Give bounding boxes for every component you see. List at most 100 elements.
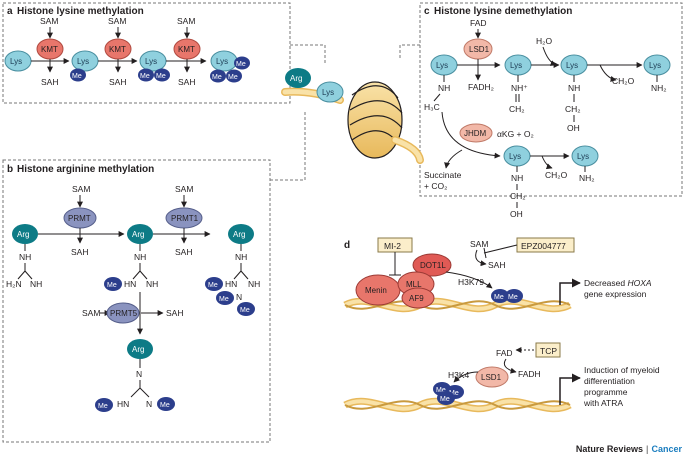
hn-label-b4: HN <box>117 399 129 409</box>
panel-b-letter: b <box>7 164 13 175</box>
me-label: Me <box>240 307 250 314</box>
tcp-label: TCP <box>540 346 557 356</box>
me-label: Me <box>440 396 450 403</box>
ch2-label-c5: CH₂ <box>510 191 526 201</box>
panel-d-fad: FAD <box>496 348 513 358</box>
nh-label-b1b: NH <box>30 279 42 289</box>
panel-a-sam-3: SAM <box>177 16 195 26</box>
h3c-label-c1: H₃C <box>424 102 440 112</box>
panel-d-letter: d <box>344 240 350 251</box>
me-badge <box>70 68 86 82</box>
menin-label: Menin <box>365 286 387 295</box>
prmt5-enzyme <box>106 302 140 324</box>
me-badge <box>95 398 113 412</box>
me-label: Me <box>72 73 82 80</box>
nh-label-b2: NH <box>134 252 146 262</box>
fadh2-label: FADH₂ <box>468 82 494 92</box>
panel-b-sah-2: SAH <box>175 247 192 257</box>
arg-residue <box>285 68 311 88</box>
panel-d-sam: SAM <box>470 239 488 249</box>
me-label: Me <box>98 403 108 410</box>
panel-b-sam-2: SAM <box>175 184 193 194</box>
panel-a-letter: a <box>7 6 13 17</box>
lys-label-c4: Lys <box>649 61 661 70</box>
footer: Nature Reviews|Cancer <box>576 444 683 454</box>
hoxa-text-line1: Decreased HOXA <box>584 278 652 288</box>
induction-line2: differentiation <box>584 376 635 386</box>
lys-label-0: Lys <box>10 57 22 66</box>
panel-a-frame <box>2 2 291 104</box>
me-label: Me <box>140 73 150 80</box>
n-label-b3: N <box>236 292 242 302</box>
ch2-label-c3: CH₂ <box>565 104 581 114</box>
nh-label-b2b: NH <box>146 279 158 289</box>
kmt-label-2: KMT <box>109 45 126 54</box>
panel-d-fadh: FADH <box>518 369 541 379</box>
me-badge <box>138 68 154 82</box>
oh-label-c3: OH <box>567 123 580 133</box>
panel-b-sam-1: SAM <box>72 184 90 194</box>
nhplus-label: NH⁺ <box>511 83 528 93</box>
ch2o-label-1: CH₂O <box>612 76 635 86</box>
me-label: Me <box>494 294 504 301</box>
me-badge <box>154 68 170 82</box>
footer-journal: Nature Reviews <box>576 444 643 454</box>
panel-a-sah-3: SAH <box>178 77 195 87</box>
lys-label-3: Lys <box>216 57 228 66</box>
lsd1-label-d: LSD1 <box>481 373 502 382</box>
me-label: Me <box>208 282 218 289</box>
panel-b: b Histone arginine methylation SAM PRMT … <box>2 159 271 443</box>
induction-line4: with ATRA <box>583 398 623 408</box>
nh-label-b3: NH <box>235 252 247 262</box>
oh-label-c5: OH <box>510 209 523 219</box>
me-label: Me <box>228 74 238 81</box>
me-label: Me <box>160 402 170 409</box>
me-badge <box>216 291 234 305</box>
fad-label: FAD <box>470 18 487 28</box>
kmt-label-3: KMT <box>178 45 195 54</box>
h3k4-label: H3K4 <box>448 370 470 380</box>
nucleosome-illustration: Arg Lys <box>270 44 424 181</box>
panel-d-sah: SAH <box>488 260 505 270</box>
me-badge <box>104 277 122 291</box>
h2o-label: H₂O <box>536 36 552 46</box>
dot1l-protein <box>412 253 452 277</box>
lys-label-2: Lys <box>145 57 157 66</box>
nh2-label-c4: NH₂ <box>651 83 667 93</box>
prmt5-label: PRMT5 <box>110 309 138 318</box>
jhdm-label: JHDM <box>464 129 487 138</box>
footer-separator: | <box>646 444 649 454</box>
footer-section: Cancer <box>651 444 682 454</box>
induction-line3: programme <box>584 387 628 397</box>
nh-label-c1: NH <box>438 83 450 93</box>
panel-a-sam-2: SAM <box>108 16 126 26</box>
ch2o-label-2: CH₂O <box>545 170 568 180</box>
me-label: Me <box>219 296 229 303</box>
me-label: Me <box>508 294 518 301</box>
lsd1-label: LSD1 <box>469 45 490 54</box>
panel-b-frame <box>2 159 271 443</box>
me-badge <box>234 56 250 70</box>
arg-label-1: Arg <box>17 230 29 239</box>
panel-b-sam-3: SAM <box>82 308 100 318</box>
nh2-label-c6: NH₂ <box>579 173 595 183</box>
panel-d: d MI-2 SAM SAH EPZ004777 DOT1L Menin MLL… <box>343 237 660 413</box>
mll-label: MLL <box>406 280 422 289</box>
me-label: Me <box>449 390 459 397</box>
h2n-label: H₂N <box>6 279 22 289</box>
n-label-b4: N <box>136 369 142 379</box>
lys-label-c5: Lys <box>509 152 521 161</box>
lys-label-c3: Lys <box>566 61 578 70</box>
mi2-label: MI-2 <box>384 241 401 251</box>
epz-label: EPZ004777 <box>521 241 566 251</box>
me-label: Me <box>212 74 222 81</box>
histone-core <box>347 81 403 159</box>
co2-label: + CO₂ <box>424 181 447 191</box>
panel-c-frame <box>419 2 683 197</box>
panel-a-sah-1: SAH <box>41 77 58 87</box>
me-label: Me <box>236 61 246 68</box>
prmt-label: PRMT <box>68 214 91 223</box>
lys-residue <box>316 81 344 103</box>
me-badge <box>505 289 523 303</box>
